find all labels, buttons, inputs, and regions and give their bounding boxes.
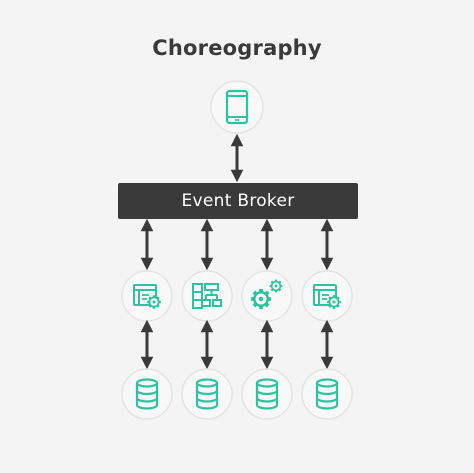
database-node bbox=[121, 368, 173, 420]
service-node bbox=[121, 270, 173, 322]
service-node bbox=[241, 270, 293, 322]
database-node bbox=[301, 368, 353, 420]
database-node bbox=[181, 368, 233, 420]
diagram-title: Choreography bbox=[152, 36, 322, 60]
database-node bbox=[241, 368, 293, 420]
service-node bbox=[301, 270, 353, 322]
event-broker-bar: Event Broker bbox=[118, 183, 358, 219]
mobile-phone-icon bbox=[225, 89, 249, 125]
service-node bbox=[181, 270, 233, 322]
client-node bbox=[210, 80, 264, 134]
